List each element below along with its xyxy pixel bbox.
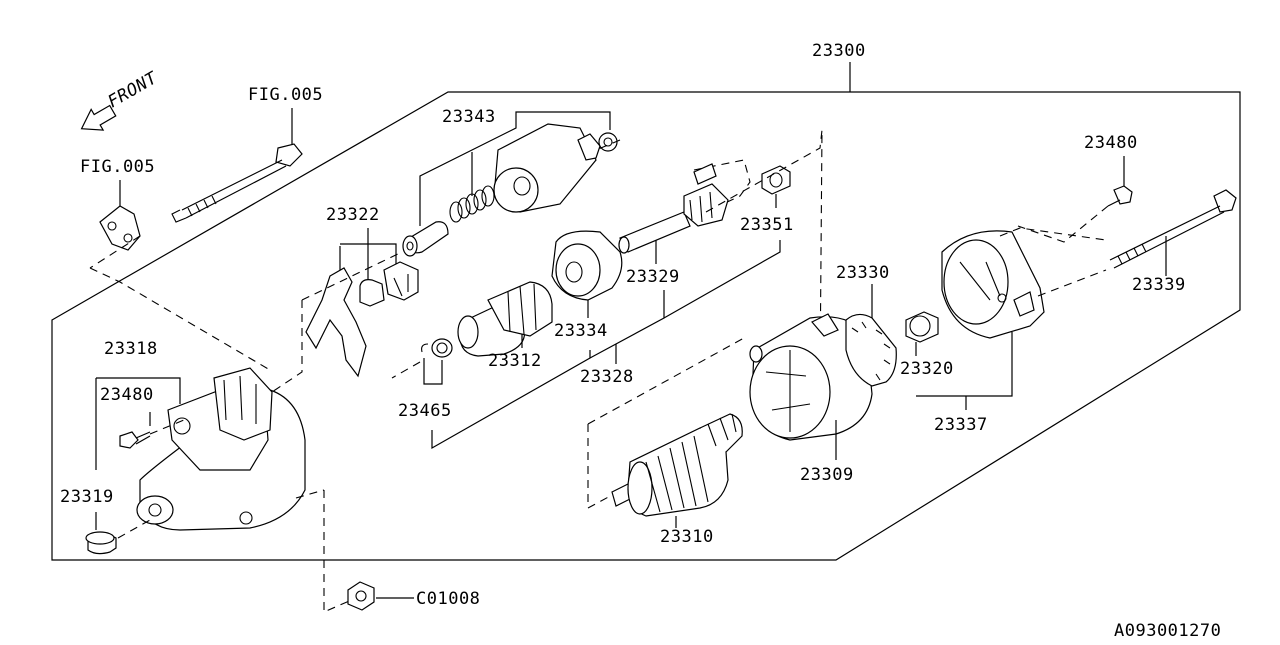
- rear-bushing: [905, 311, 939, 356]
- spring: [449, 185, 495, 223]
- label-23465: 23465: [398, 401, 452, 421]
- assembly-boundary: [51, 91, 1241, 561]
- front-bushing: [85, 519, 151, 555]
- overrunning-clutch: [457, 281, 553, 357]
- label-23319: 23319: [60, 487, 114, 507]
- long-bolt-fig: [171, 108, 303, 223]
- brush-holder: [845, 284, 897, 387]
- label-fig-bolt: FIG.005: [248, 85, 323, 105]
- label-23343: 23343: [442, 107, 496, 127]
- front-bolt: [119, 419, 185, 449]
- label-23320: 23320: [900, 359, 954, 379]
- diagram-code: A093001270: [1114, 621, 1221, 640]
- through-bolt: [1109, 189, 1237, 276]
- dashed-axis-left: [89, 267, 271, 371]
- clip: [391, 338, 453, 385]
- bracket-fig: [89, 180, 141, 269]
- label-23480-top: 23480: [1084, 133, 1138, 153]
- label-23312: 23312: [488, 351, 542, 371]
- leader-23318-b: [96, 377, 181, 404]
- armature: [587, 337, 745, 528]
- label-23351: 23351: [740, 215, 794, 235]
- front-housing: [136, 367, 306, 531]
- label-c01008: C01008: [416, 589, 480, 609]
- label-23337: 23337: [934, 415, 988, 435]
- front-arrow-icon: [80, 104, 117, 131]
- rear-cover: [916, 227, 1107, 410]
- label-23339: 23339: [1132, 275, 1186, 295]
- dashed-lever-link: [301, 251, 403, 301]
- shift-lever-kit: [271, 228, 419, 393]
- label-23329: 23329: [626, 267, 680, 287]
- label-23309: 23309: [800, 465, 854, 485]
- plunger: [402, 221, 449, 257]
- top-bolt: [1017, 156, 1133, 243]
- label-23318: 23318: [104, 339, 158, 359]
- label-23480-front: 23480: [100, 385, 154, 405]
- solenoid: [419, 111, 621, 226]
- nut: [295, 489, 414, 613]
- label-23300: 23300: [812, 41, 866, 61]
- gear-cover: [551, 230, 623, 318]
- label-23334: 23334: [554, 321, 608, 341]
- label-23322: 23322: [326, 205, 380, 225]
- label-23310: 23310: [660, 527, 714, 547]
- front-label: FRONT: [105, 68, 163, 113]
- leader-23351-low: [663, 240, 781, 319]
- label-fig-bracket: FIG.005: [80, 157, 155, 177]
- leader-23465-down: [431, 350, 591, 450]
- yoke: [749, 313, 873, 460]
- pinion-shaft: [618, 159, 751, 264]
- top-bushing: [761, 165, 791, 208]
- label-23328: 23328: [580, 367, 634, 387]
- label-23330: 23330: [836, 263, 890, 283]
